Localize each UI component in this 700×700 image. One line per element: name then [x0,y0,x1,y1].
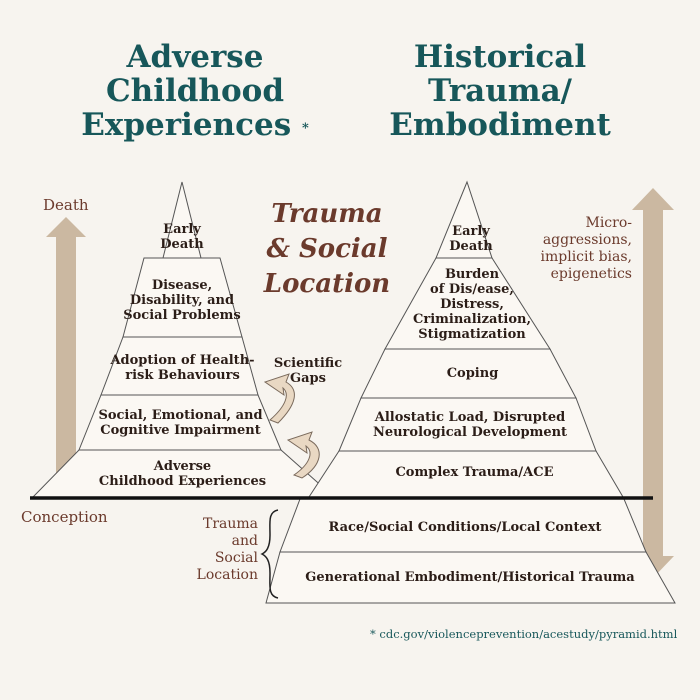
conception-label: Conception [21,508,108,526]
label-line: Adoption of Health- [110,353,255,368]
ace-title-line: Adverse [126,39,264,75]
ace-title-line-text: Experiences [81,107,292,143]
life-course-arrow [46,217,86,497]
label-line: Early [452,224,490,239]
ace-title: Adverse Childhood Experiences * [80,40,310,142]
label-line: of Dis/ease, [430,282,514,297]
historical-level-2-label: Burden of Dis/ease, Distress, Criminaliz… [402,267,542,342]
historical-title-line: Embodiment [389,107,611,143]
footnote-source: * cdc.gov/violenceprevention/acestudy/py… [370,627,678,641]
label-line: Criminalization, [413,312,531,327]
center-title: Trauma & Social Location [262,197,392,302]
gap-arrow-upper [263,373,295,424]
right-annotation: Micro- aggressions, implicit bias, epige… [528,215,633,283]
center-title-line: & Social [266,234,388,264]
label-line: epigenetics [550,266,632,282]
center-title-line: Trauma [271,199,383,229]
label-line: Coping [446,366,499,381]
ace-level-2-label: Disease, Disability, and Social Problems [112,278,252,323]
gap-arrows [263,373,320,479]
base-level-1-label: Race/Social Conditions/Local Context [300,520,630,535]
label-line: Early [163,222,201,237]
label-line: Cognitive Impairment [100,423,261,438]
label-line: Death [160,237,204,252]
label-line: Location [196,567,258,583]
label-line: Disease, [151,278,213,293]
ace-level-4-label: Social, Emotional, and Cognitive Impairm… [88,408,273,438]
label-line: Gaps [290,371,326,386]
label-line: Neurological Development [372,425,568,440]
label-line: Micro- [585,215,632,231]
label-line: Social [214,550,258,566]
right-double-arrow [632,188,674,578]
ace-level-3-label: Adoption of Health- risk Behaviours [100,353,265,383]
label-line: aggressions, [542,232,632,248]
label-line: Stigmatization [418,327,526,342]
scientific-gaps-label: Scientific Gaps [272,356,344,386]
historical-level-5-label: Complex Trauma/ACE [382,465,567,480]
ace-pyramid [31,181,336,498]
label-line: Scientific [273,356,343,371]
label-line: Adverse [153,459,212,474]
label-line: implicit bias, [540,249,633,265]
label-line: Race/Social Conditions/Local Context [328,520,602,535]
label-line: Allostatic Load, Disrupted [374,410,566,425]
base-bracket-label: Trauma and Social Location [186,516,258,584]
label-line: Death [449,239,493,254]
ace-level-5-label: Adverse Childhood Experiences [85,459,280,489]
label-line: Generational Embodiment/Historical Traum… [305,570,635,585]
label-line: Social Problems [123,308,241,323]
gap-arrow-lower [286,431,320,479]
historical-level-1-label: Early Death [431,224,511,254]
label-line: Burden [444,267,500,282]
ace-title-line: Childhood [105,73,284,109]
ace-title-line: Experiences * [80,108,310,142]
label-line: risk Behaviours [125,368,240,383]
label-line: Social, Emotional, and [98,408,263,423]
label-line: Complex Trauma/ACE [395,465,554,480]
historical-title-line: Trauma/ [428,73,572,109]
historical-title: Historical Trauma/ Embodiment [385,40,615,142]
center-title-line: Location [263,269,391,299]
label-line: Distress, [440,297,504,312]
ace-level-1-label: Early Death [142,222,222,252]
label-line: and [231,533,258,549]
death-label: Death [43,196,89,214]
label-line: Childhood Experiences [98,474,267,489]
historical-title-line: Historical [413,39,587,75]
historical-level-4-label: Allostatic Load, Disrupted Neurological … [365,410,575,440]
base-trapezoid [265,498,676,604]
historical-level-3-label: Coping [420,366,525,381]
base-level-2-label: Generational Embodiment/Historical Traum… [290,570,650,585]
base-bracket [260,509,279,599]
ace-title-marker: * [301,121,309,136]
label-line: Trauma [202,516,258,532]
label-line: Disability, and [129,293,235,308]
historical-pyramid [308,180,624,498]
